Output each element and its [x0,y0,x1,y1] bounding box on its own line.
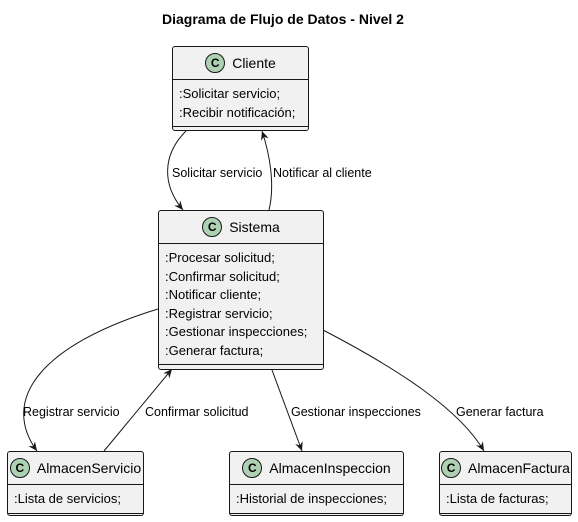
member: :Solicitar servicio; [179,86,281,101]
label-gestionar-inspecciones: Gestionar inspecciones [291,405,421,419]
class-c-icon: C [205,53,226,73]
class-almacen-factura[interactable]: C AlmacenFactura :Lista de facturas; [439,451,572,516]
class-cliente-members: :Solicitar servicio; :Recibir notificaci… [173,80,308,127]
edge-gestionar-inspecciones [271,369,303,452]
class-almacen-factura-header: C AlmacenFactura [440,452,571,485]
class-c-icon: C [202,217,223,237]
class-sistema[interactable]: C Sistema :Procesar solicitud; :Confirma… [158,210,324,370]
edge-notificar-cliente [261,130,273,211]
class-sistema-header: C Sistema [159,211,323,244]
class-almacen-inspeccion-members: :Historial de inspecciones; [230,485,403,514]
member: :Historial de inspecciones; [236,491,388,506]
member: :Lista de facturas; [446,491,549,506]
class-sistema-members: :Procesar solicitud; :Confirmar solicitu… [159,244,323,365]
class-cliente-name: Cliente [232,55,276,71]
class-almacen-factura-members: :Lista de facturas; [440,485,571,514]
label-solicitar-servicio: Solicitar servicio [172,166,263,180]
class-almacen-servicio-name: AlmacenServicio [36,460,142,476]
class-almacen-inspeccion[interactable]: C AlmacenInspeccion :Historial de inspec… [229,451,404,516]
class-c-icon: C [242,458,263,478]
class-almacen-servicio[interactable]: C AlmacenServicio :Lista de servicios; [7,451,144,516]
member: :Confirmar solicitud; [165,268,280,284]
edge-confirmar-solicitud [103,368,173,452]
class-almacen-inspeccion-name: AlmacenInspeccion [269,460,391,476]
member: :Generar factura; [165,342,264,358]
member: :Registrar servicio; [165,305,273,321]
class-sistema-name: Sistema [229,219,280,235]
label-registrar-servicio: Registrar servicio [23,405,120,419]
member: :Notificar cliente; [165,287,262,302]
edge-solicitar-servicio [167,130,187,211]
member: :Lista de servicios; [14,491,121,506]
member: :Recibir notificación; [179,104,296,120]
class-cliente-header: C Cliente [173,47,308,80]
label-notificar-cliente: Notificar al cliente [273,166,372,180]
class-almacen-factura-name: AlmacenFactura [468,460,570,476]
edge-registrar-servicio [23,308,159,452]
edge-generar-factura [322,329,485,452]
member: :Procesar solicitud; [165,250,275,265]
member: :Gestionar inspecciones; [165,324,308,339]
diagram-title: Diagrama de Flujo de Datos - Nivel 2 [162,11,404,27]
class-c-icon: C [441,458,462,478]
class-c-icon: C [9,458,30,478]
label-generar-factura: Generar factura [456,405,544,419]
class-almacen-inspeccion-header: C AlmacenInspeccion [230,452,403,485]
label-confirmar-solicitud: Confirmar solicitud [145,405,249,419]
class-cliente[interactable]: C Cliente :Solicitar servicio; :Recibir … [172,46,309,131]
class-almacen-servicio-header: C AlmacenServicio [8,452,143,485]
class-almacen-servicio-members: :Lista de servicios; [8,485,143,514]
